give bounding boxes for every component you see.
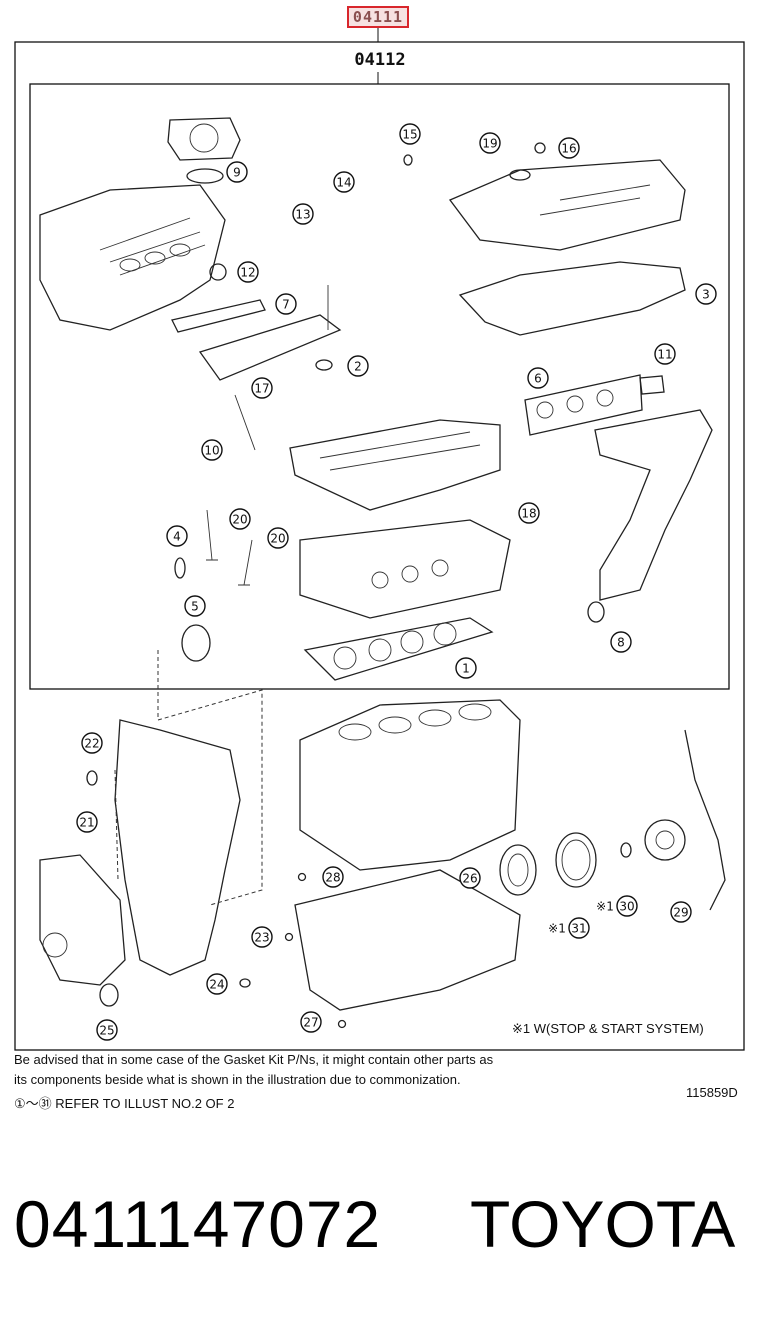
callout-prefix: ※1 [548, 922, 566, 936]
outer-frame [14, 41, 745, 1051]
callout-number: 20 [232, 513, 247, 527]
callout-number: 8 [617, 636, 625, 650]
callout-number: 5 [191, 600, 199, 614]
cylinder-head-cover-sketch [448, 159, 686, 251]
callout-10[interactable]: 10 [201, 439, 223, 461]
callout-29[interactable]: 29 [670, 901, 692, 923]
callout-number: 6 [534, 372, 542, 386]
callout-1[interactable]: 1 [455, 657, 477, 679]
illustration-id: 115859D [686, 1085, 738, 1100]
callout-prefix: ※1 [596, 900, 614, 914]
callout-number: 22 [84, 737, 99, 751]
advisory-note-line-2: its components beside what is shown in t… [14, 1072, 461, 1087]
callout-number: 1 [462, 662, 470, 676]
callout-7[interactable]: 7 [275, 293, 297, 315]
cylinder-head-sketch [299, 519, 511, 619]
callout-number: 29 [673, 906, 688, 920]
dipstick-sketch [684, 729, 726, 911]
callout-number: 9 [233, 166, 241, 180]
inner-frame [29, 83, 730, 690]
callout-number: 4 [173, 530, 181, 544]
callout-24[interactable]: 24 [206, 973, 228, 995]
callout-number: 23 [254, 931, 269, 945]
callout-number: 16 [561, 142, 576, 156]
callout-19[interactable]: 19 [479, 132, 501, 154]
callout-number: 3 [702, 288, 710, 302]
callout-6[interactable]: 6 [527, 367, 549, 389]
callout-22[interactable]: 22 [81, 732, 103, 754]
callout-number: 25 [99, 1024, 114, 1038]
callout-number: 2 [354, 360, 362, 374]
callout-number: 21 [79, 816, 94, 830]
callout-number: 27 [303, 1016, 318, 1030]
valve-cover-gasket-sketch [458, 261, 686, 336]
cylinder-block-sketch [299, 699, 521, 871]
timing-cover-sketch [114, 650, 263, 976]
callout-26[interactable]: 26 [459, 867, 481, 889]
callout-27[interactable]: 27 [300, 1011, 322, 1033]
oil-pan-sketch [294, 869, 521, 1011]
callout-number: 13 [295, 208, 310, 222]
intake-manifold-sketch [39, 184, 226, 331]
water-pump-sketch [39, 854, 126, 986]
callout-3[interactable]: 3 [695, 283, 717, 305]
callout-number: 10 [204, 444, 219, 458]
callout-number: 19 [482, 137, 497, 151]
callout-14[interactable]: 14 [333, 171, 355, 193]
subassembly-code-label: 04112 [354, 50, 406, 70]
callout-28[interactable]: 28 [322, 866, 344, 888]
callout-5[interactable]: 5 [184, 595, 206, 617]
head-gasket-sketch [303, 617, 494, 681]
small-seals-sketch [86, 142, 665, 1029]
callout-number: 11 [657, 348, 672, 362]
callout-number: 15 [402, 128, 417, 142]
rear-oil-seal-sketch [499, 832, 632, 896]
product-part-number: 0411147072 [14, 1187, 382, 1261]
callout-number: 18 [521, 507, 536, 521]
callout-18[interactable]: 18 [518, 502, 540, 524]
callout-25[interactable]: 25 [96, 1019, 118, 1041]
callout-20[interactable]: 20 [229, 508, 251, 530]
callout-11[interactable]: 11 [654, 343, 676, 365]
callout-number: 7 [282, 298, 290, 312]
advisory-note-line-1: Be advised that in some case of the Gask… [14, 1052, 494, 1067]
callout-number: 17 [254, 382, 269, 396]
stop-start-footnote: ※1 W(STOP & START SYSTEM) [512, 1021, 704, 1036]
callout-12[interactable]: 12 [237, 261, 259, 283]
valves-sketch [206, 394, 256, 586]
callout-number: 26 [462, 872, 477, 886]
camshaft-housing-sketch [289, 419, 501, 511]
callout-number: 30 [619, 900, 634, 914]
callout-number: 24 [209, 978, 224, 992]
callout-20[interactable]: 20 [267, 527, 289, 549]
illustration-reference-note: ①～㉛ REFER TO ILLUST NO.2 OF 2 [14, 1096, 235, 1111]
callout-16[interactable]: 16 [558, 137, 580, 159]
exhaust-manifold-sketch [594, 409, 713, 601]
callout-30[interactable]: 30 ※1 [596, 895, 638, 917]
callout-31[interactable]: 31 ※1 [548, 917, 590, 939]
callout-13[interactable]: 13 [292, 203, 314, 225]
assembly-code-label[interactable]: 04111 [347, 6, 409, 28]
product-brand: TOYOTA [470, 1187, 736, 1261]
callout-number: 31 [571, 922, 586, 936]
exhaust-manifold-gasket-sketch [524, 374, 643, 436]
callout-number: 14 [336, 176, 351, 190]
callout-8[interactable]: 8 [610, 631, 632, 653]
callout-4[interactable]: 4 [166, 525, 188, 547]
callout-2[interactable]: 2 [347, 355, 369, 377]
callout-23[interactable]: 23 [251, 926, 273, 948]
callout-17[interactable]: 17 [251, 377, 273, 399]
fuel-rail-sketch [198, 285, 342, 381]
callout-9[interactable]: 9 [226, 161, 248, 183]
throttle-body-sketch [167, 117, 241, 161]
callout-number: 12 [240, 266, 255, 280]
callout-number: 20 [270, 532, 285, 546]
flywheel-sketch [644, 819, 686, 861]
callout-15[interactable]: 15 [399, 123, 421, 145]
callout-21[interactable]: 21 [76, 811, 98, 833]
callout-number: 28 [325, 871, 340, 885]
